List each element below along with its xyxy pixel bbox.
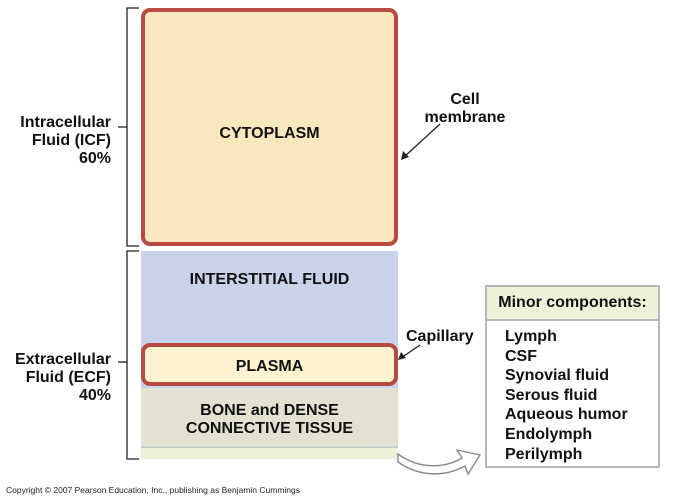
copyright-notice: Copyright © 2007 Pearson Education, Inc.…	[6, 485, 301, 495]
plasma-block: PLASMA	[141, 343, 398, 386]
ecf-bracket	[126, 250, 139, 460]
list-item: Aqueous humor	[505, 406, 628, 424]
list-item: Perilymph	[505, 445, 583, 463]
list-item: Lymph	[505, 328, 557, 345]
interstitial-label: INTERSTITIAL FLUID	[189, 271, 350, 288]
icf-label-line3: 60%	[78, 150, 111, 167]
minor-components-title: Minor components:	[487, 287, 658, 321]
capillary-label: Capillary	[406, 328, 474, 345]
icf-bracket	[126, 7, 139, 247]
icf-label: Intracellular Fluid (ICF) 60%	[2, 114, 111, 168]
list-item: CSF	[505, 347, 537, 365]
ecf-label-line3: 40%	[78, 387, 111, 404]
cell-membrane-line2: membrane	[424, 109, 506, 126]
capillary-arrow	[398, 344, 421, 360]
minor-components-arrow	[397, 448, 482, 476]
cytoplasm-block: CYTOPLASM	[141, 8, 398, 246]
ecf-label: Extracellular Fluid (ECF) 40%	[2, 351, 111, 405]
bottom-strip	[141, 447, 398, 459]
cell-membrane-line1: Cell	[450, 91, 480, 108]
icf-label-line1: Intracellular	[20, 114, 111, 131]
icf-label-line2: Fluid (ICF)	[31, 132, 111, 149]
minor-components-box: Minor components: Lymph CSF Synovial flu…	[485, 285, 660, 468]
minor-components-list: Lymph CSF Synovial fluid Serous fluid Aq…	[505, 327, 655, 464]
plasma-label: PLASMA	[235, 358, 304, 375]
list-item: Serous fluid	[505, 386, 598, 404]
cell-membrane-arrow	[401, 123, 441, 160]
bone-label-line2: CONNECTIVE TISSUE	[185, 420, 354, 437]
bone-label-line1: BONE and DENSE	[200, 402, 339, 419]
cell-membrane-label: Cell membrane	[410, 91, 520, 127]
list-item: Endolymph	[505, 425, 593, 443]
bone-connective-tissue-block: BONE and DENSE CONNECTIVE TISSUE	[141, 388, 398, 446]
cytoplasm-label: CYTOPLASM	[219, 125, 320, 142]
ecf-label-line1: Extracellular	[14, 351, 111, 368]
ecf-label-line2: Fluid (ECF)	[25, 369, 111, 386]
list-item: Synovial fluid	[505, 367, 610, 385]
